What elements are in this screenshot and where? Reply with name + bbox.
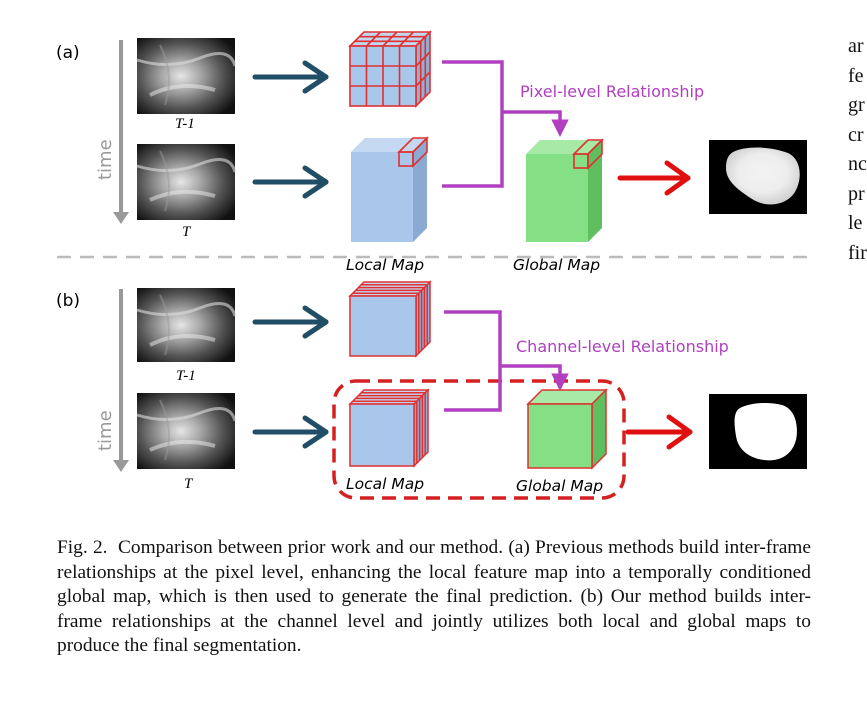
frame-prev-a: [136, 38, 237, 114]
right-column-line: pr: [848, 182, 865, 205]
frame-prev-b: [136, 288, 237, 362]
frame-curr-b: [136, 393, 237, 469]
right-column-line: ar: [848, 35, 864, 57]
local-map-label-a: Local Map: [346, 256, 424, 274]
arrow-to-prediction-b: [625, 414, 693, 450]
frame-prev-label-b: T-1: [176, 368, 196, 384]
right-column-line: fe: [848, 64, 864, 87]
joint-utilization-region: [332, 379, 626, 500]
channel-cube-prev-b: [348, 280, 432, 358]
panel-b: (b) time T-1 T: [56, 280, 807, 500]
frame-prev-label-a: T-1: [175, 116, 195, 132]
arrow-frame-to-map-b2: [252, 415, 329, 449]
panel-b-label: (b): [56, 291, 80, 311]
prediction-mask-b: [709, 394, 807, 469]
pixel-relationship-arrow: [502, 110, 569, 137]
time-axis-label-b: time: [95, 410, 116, 451]
pixel-relationship-label: Pixel-level Relationship: [520, 82, 704, 101]
global-map-cube-a: [526, 138, 604, 242]
channel-relationship-connector: [444, 310, 502, 412]
right-column-line: gr: [848, 94, 865, 116]
comparison-figure: (a) time T-1 T: [56, 30, 812, 500]
right-column-line: cr: [848, 123, 864, 146]
panel-a-label: (a): [56, 43, 80, 63]
panel-a: (a) time T-1 T: [56, 30, 807, 274]
time-axis-arrowhead-a: [113, 212, 129, 224]
caption-fig-label: Fig. 2.: [57, 537, 108, 558]
frame-curr-a: [136, 144, 237, 220]
local-map-cube-a: [351, 136, 429, 242]
time-axis-arrowhead-b: [113, 460, 129, 472]
pixel-grid-cube-a: [348, 30, 432, 108]
global-map-cube-b: [526, 388, 608, 470]
figure-caption: Fig. 2. Comparison between prior work an…: [57, 536, 811, 659]
arrow-to-prediction-a: [617, 160, 691, 196]
time-axis-label-a: time: [95, 139, 116, 180]
local-map-cube-b: [348, 388, 430, 468]
frame-curr-label-b: T: [184, 476, 194, 492]
right-column-line: nc: [848, 153, 867, 175]
arrow-frame-to-map-a2: [252, 165, 329, 199]
local-map-label-b: Local Map: [346, 475, 424, 493]
global-map-label-b: Global Map: [516, 477, 603, 495]
pixel-relationship-connector: [442, 60, 504, 188]
frame-curr-label-a: T: [182, 224, 192, 240]
right-column-line: fir: [848, 241, 867, 264]
arrow-frame-to-map-a1: [252, 60, 329, 94]
right-column-text-fragments: ar fe gr cr nc pr le fir: [848, 32, 867, 268]
channel-relationship-arrow: [500, 364, 569, 391]
caption-text: Comparison between prior work and our me…: [57, 537, 811, 656]
channel-relationship-label: Channel-level Relationship: [516, 337, 729, 356]
arrow-frame-to-map-b1: [252, 305, 329, 339]
prediction-mask-a: [709, 140, 807, 214]
right-column-line: le: [848, 212, 863, 234]
global-map-label-a: Global Map: [513, 256, 600, 274]
